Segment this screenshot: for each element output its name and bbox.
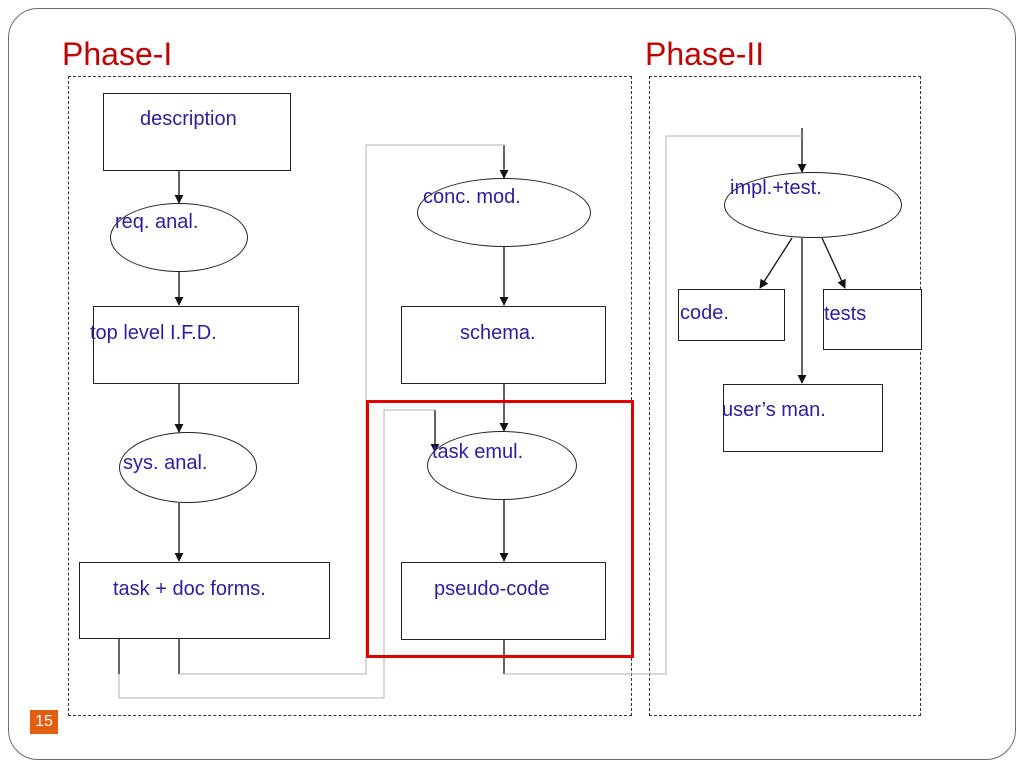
arrow-impl-to-code — [759, 237, 793, 289]
node-req-anal — [110, 203, 248, 272]
node-top-level-ifd-label: top level I.F.D. — [90, 322, 217, 344]
node-conc-mod-label: conc. mod. — [423, 186, 521, 208]
node-top-level-ifd — [93, 306, 299, 384]
node-users-man — [723, 384, 883, 452]
node-sys-anal — [119, 432, 257, 503]
node-impl-test — [724, 172, 902, 238]
node-sys-anal-label: sys. anal. — [123, 452, 208, 474]
node-schema-label: schema. — [460, 322, 536, 344]
node-req-anal-label: req. anal. — [115, 211, 199, 233]
node-schema — [401, 306, 606, 384]
phase-1-title: Phase-I — [62, 36, 173, 72]
highlight-frame — [366, 400, 634, 658]
page-number-badge: 15 — [30, 710, 58, 734]
node-pseudo-code-label: pseudo-code — [434, 578, 550, 600]
phase-2-region — [649, 76, 921, 716]
node-tests-label: tests — [824, 303, 867, 325]
node-tests — [823, 289, 922, 350]
node-task-emul — [427, 431, 577, 500]
node-code — [678, 289, 785, 341]
node-description — [103, 93, 291, 171]
phase-2-title: Phase-II — [645, 36, 765, 72]
phase-1-region — [68, 76, 632, 716]
node-impl-test-label: impl.+test. — [730, 177, 822, 199]
node-pseudo-code — [401, 562, 606, 640]
node-conc-mod — [417, 178, 591, 247]
node-task-doc-forms-label: task + doc forms. — [113, 578, 266, 600]
node-task-emul-label: task emul. — [432, 441, 524, 463]
flow-pseudo-to-impl-test — [504, 135, 802, 675]
node-task-doc-forms — [79, 562, 330, 639]
node-users-man-label: user’s man. — [722, 399, 826, 421]
arrow-impl-to-tests — [821, 237, 846, 289]
node-code-label: code. — [680, 302, 729, 324]
flow-task-doc-to-task-emul — [118, 409, 435, 699]
node-description-label: description — [140, 108, 237, 130]
